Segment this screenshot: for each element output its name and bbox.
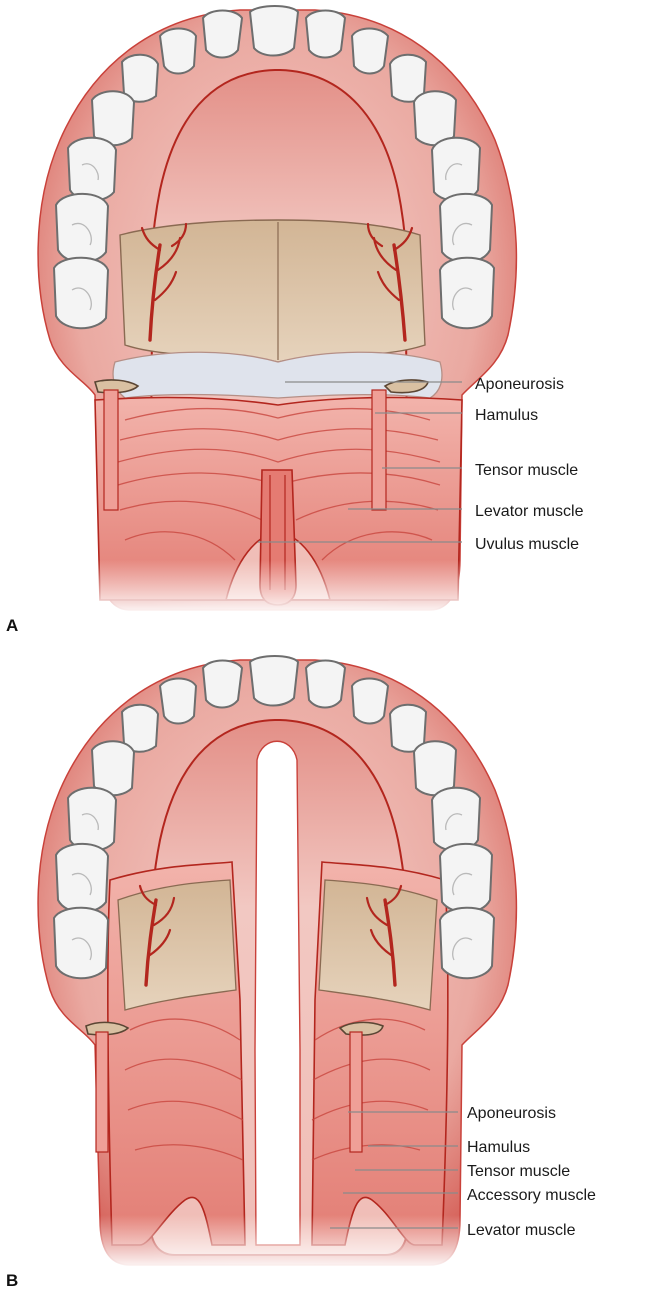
panel-b-label-tensor-muscle: Tensor muscle <box>467 1163 570 1180</box>
panel-a-letter: A <box>6 616 18 635</box>
panel-b-label-levator-muscle: Levator muscle <box>467 1222 576 1239</box>
panel-b-tensor-left <box>96 1032 108 1152</box>
panel-a-illustration <box>38 6 516 615</box>
panel-b-label-hamulus: Hamulus <box>467 1139 530 1156</box>
panel-a-label-hamulus: Hamulus <box>475 407 538 424</box>
panel-a-tensor-right <box>372 390 386 510</box>
panel-b-cleft <box>255 741 300 1245</box>
panel-b-bone-left <box>118 880 236 1010</box>
panel-a-label-aponeurosis: Aponeurosis <box>475 376 564 393</box>
panel-a-tensor-left <box>104 390 118 510</box>
panel-b-label-accessory-muscle: Accessory muscle <box>467 1187 596 1204</box>
panel-b-label-aponeurosis: Aponeurosis <box>467 1105 556 1122</box>
panel-b-bone-right <box>319 880 437 1010</box>
panel-b-labels: Aponeurosis Hamulus Tensor muscle Access… <box>467 1105 596 1239</box>
panel-b-tensor-right <box>350 1032 362 1152</box>
panel-b-letter: B <box>6 1271 18 1290</box>
panel-a-label-levator-muscle: Levator muscle <box>475 503 584 520</box>
panel-a-label-tensor-muscle: Tensor muscle <box>475 462 578 479</box>
panel-a-labels: Aponeurosis Hamulus Tensor muscle Levato… <box>475 376 584 553</box>
panel-a-label-uvulus-muscle: Uvulus muscle <box>475 536 579 553</box>
panel-b-illustration <box>38 656 516 1270</box>
